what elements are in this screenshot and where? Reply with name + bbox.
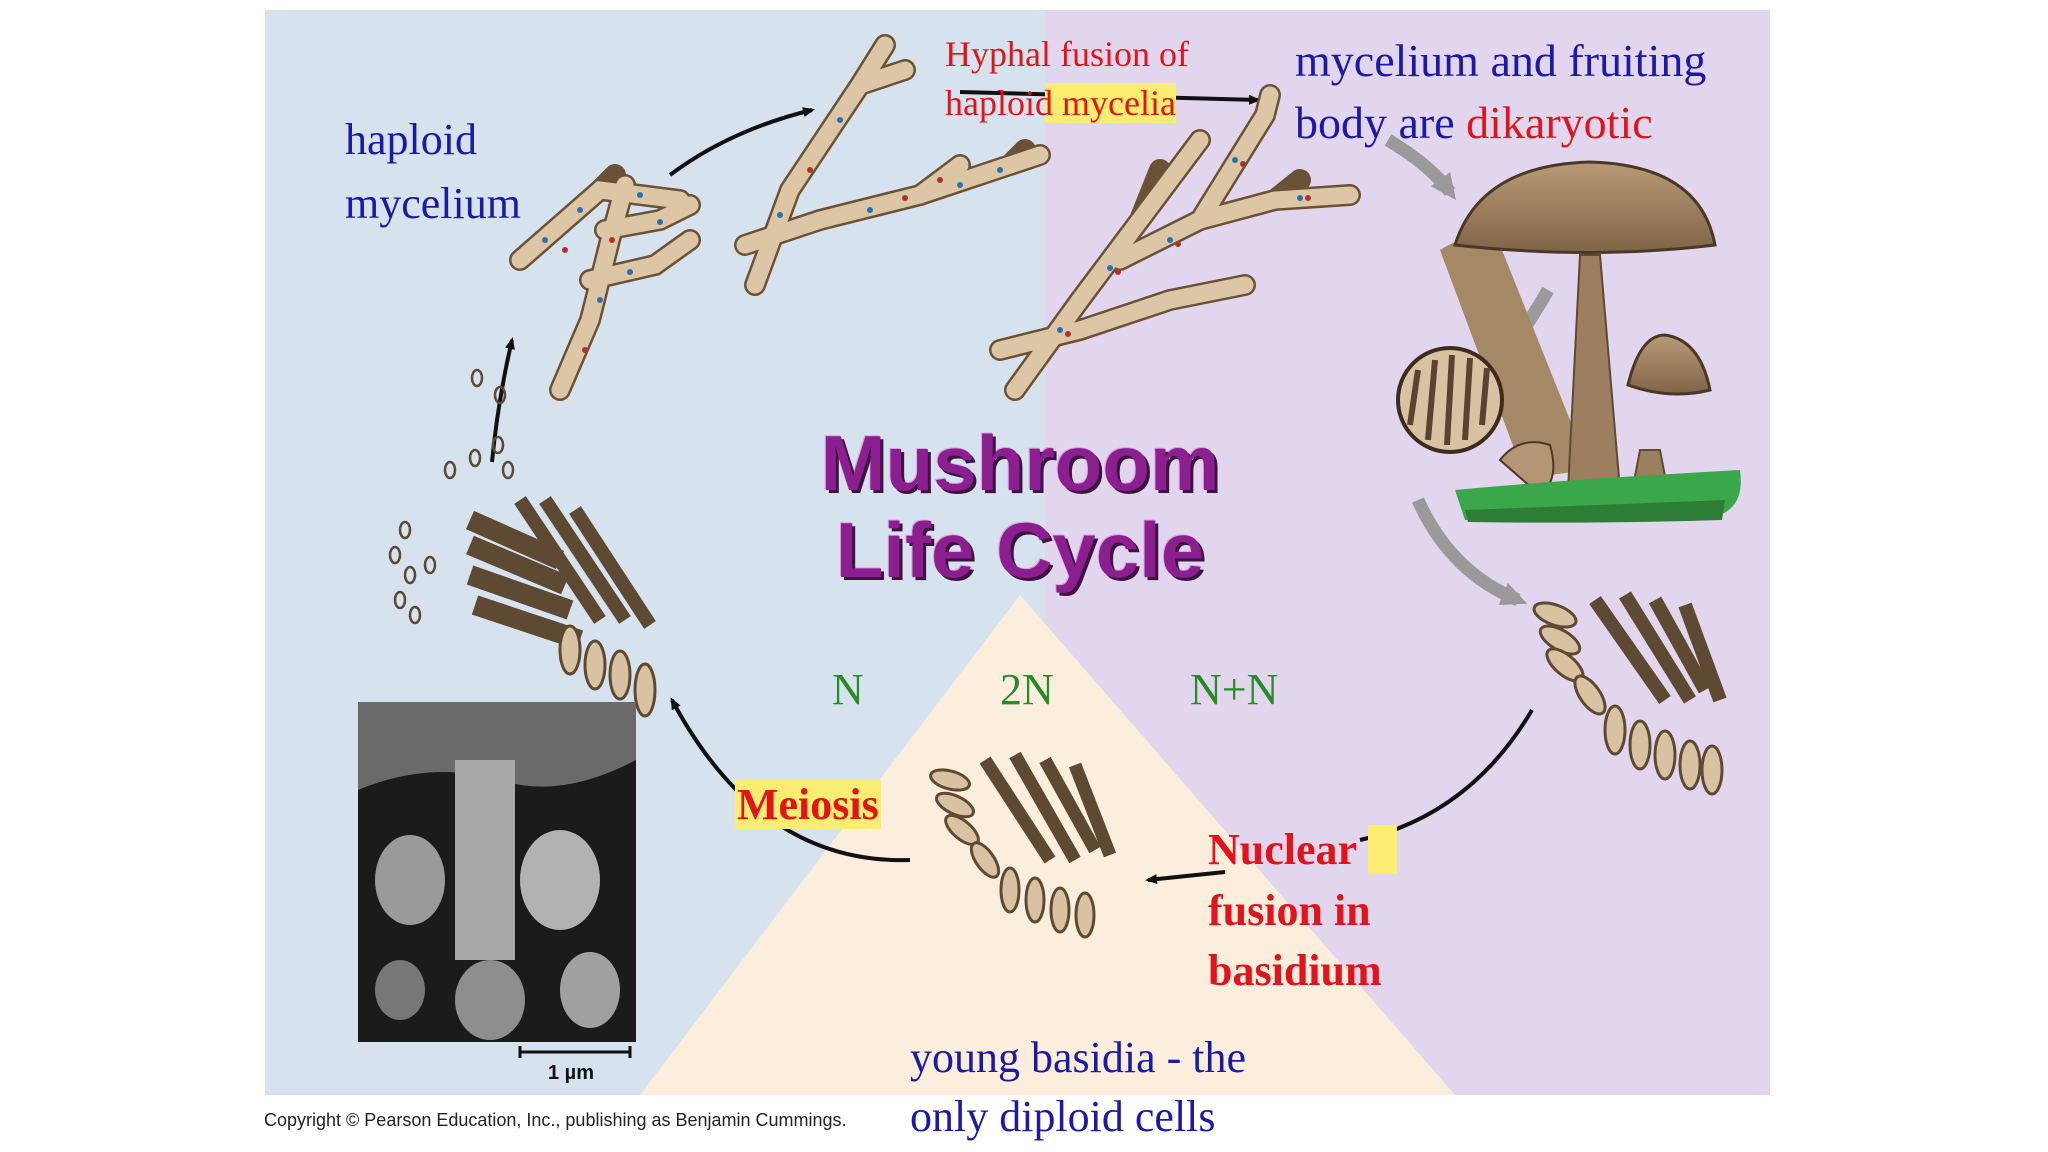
haploid-mycelium-label: haploid mycelium: [345, 115, 521, 228]
electron-micrograph: [358, 702, 636, 1058]
title-line-1: Mushroom: [820, 419, 1220, 507]
nuclear-fusion-label: Nuclear fusion in basidium: [1208, 820, 1398, 1002]
mushroom-fruiting-body: [1396, 160, 1741, 523]
ploidy-n-plus-n-label: N+N: [1190, 665, 1279, 714]
scale-bar-label: 1 µm: [548, 1062, 594, 1084]
young-basidia: [929, 751, 1117, 939]
ploidy-n-label: N: [832, 665, 864, 714]
meiosis-label: Meiosis: [735, 780, 881, 830]
mature-basidia: [465, 496, 657, 718]
spores: [388, 368, 515, 625]
ploidy-2n-label: 2N: [1000, 665, 1054, 714]
title-line-2: Life Cycle: [835, 506, 1205, 595]
diagram-title: Mushroom Life Cycle: [780, 419, 1260, 595]
gray-arrow-3: [1412, 497, 1528, 607]
dikaryotic-basidia: [1532, 591, 1727, 796]
young-basidia-label: young basidia - the only diploid cells: [910, 1033, 1247, 1142]
hyphal-fusion-label: Hyphal fusion of haploid mycelia: [945, 34, 1189, 123]
dikaryotic-label: mycelium and fruiting body are dikaryoti…: [1295, 35, 1707, 149]
copyright-notice: Copyright © Pearson Education, Inc., pub…: [264, 1110, 847, 1130]
arrow-mycelium-up: [668, 107, 815, 177]
gray-arrow-1: [1384, 134, 1456, 201]
